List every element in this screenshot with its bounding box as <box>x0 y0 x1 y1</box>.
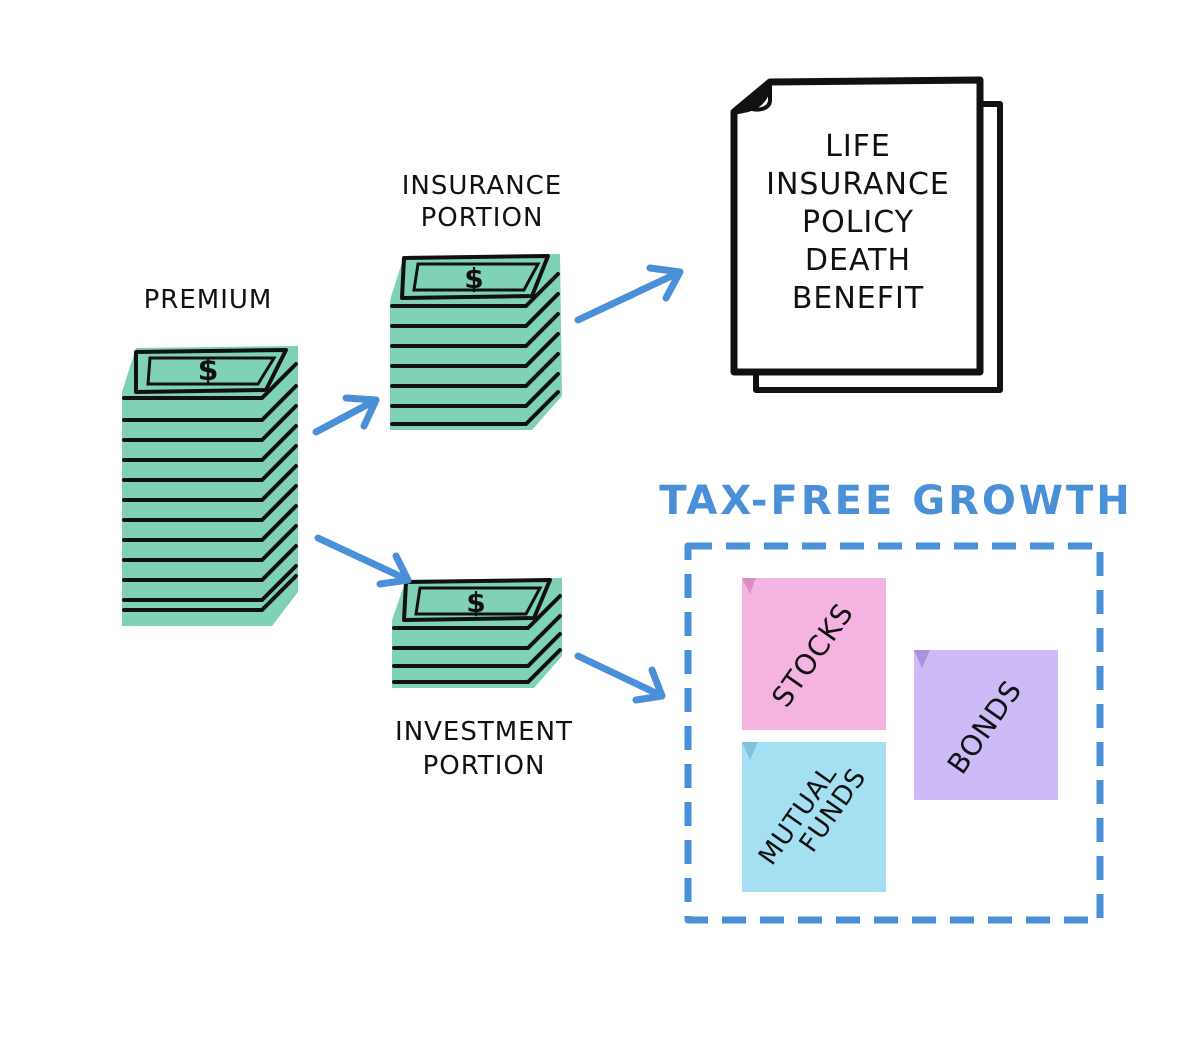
investment-portion-label-line2: PORTION <box>423 751 546 781</box>
tax-free-growth-box <box>684 542 1104 924</box>
policy-label-line3: POLICY <box>802 205 914 240</box>
arrow-investment-to-tax-free <box>574 652 666 704</box>
stocks-note: STOCKS <box>742 578 886 730</box>
policy-document-icon <box>730 76 1003 393</box>
policy-label-line5: BENEFIT <box>792 281 924 316</box>
investment-money-stack: $ <box>392 578 562 688</box>
premium-label: PREMIUM <box>144 285 273 315</box>
dollar-icon: $ <box>464 262 483 295</box>
insurance-portion-label-line1: INSURANCE <box>402 171 562 201</box>
arrow-premium-to-investment <box>314 534 412 588</box>
arrow-insurance-to-policy <box>574 264 684 324</box>
insurance-portion-label-line2: PORTION <box>421 203 544 233</box>
policy-label-line2: INSURANCE <box>766 167 950 202</box>
premium-money-stack: $ <box>122 346 298 626</box>
dollar-icon: $ <box>198 353 219 388</box>
dollar-icon: $ <box>466 586 485 619</box>
investment-portion-label-line1: INVESTMENT <box>395 717 573 747</box>
bonds-note: BONDS <box>914 650 1058 800</box>
mutual-funds-note: MUTUAL FUNDS <box>742 742 886 892</box>
insurance-money-stack: $ <box>390 254 562 430</box>
tax-free-growth-title: TAX-FREE GROWTH <box>659 478 1133 524</box>
policy-label-line4: DEATH <box>805 243 911 278</box>
arrow-premium-to-insurance <box>312 394 380 436</box>
policy-label-line1: LIFE <box>825 129 891 164</box>
